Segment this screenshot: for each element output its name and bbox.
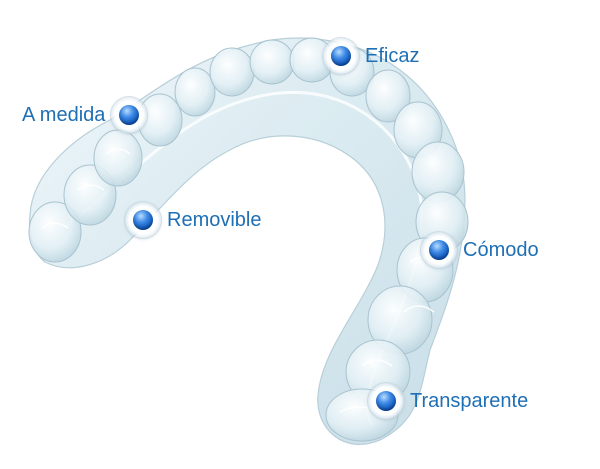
bullet-marker-icon	[421, 232, 457, 268]
feature-label-transparente: Transparente	[410, 389, 529, 412]
feature-label-removible: Removible	[167, 208, 262, 231]
bullet-marker-icon	[323, 38, 359, 74]
callout-eficaz: Eficaz	[323, 38, 419, 74]
bullet-marker-icon	[368, 383, 404, 419]
callout-comodo: Cómodo	[421, 232, 539, 268]
callout-removible: Removible	[125, 202, 261, 238]
feature-label-a-medida: A medida	[22, 103, 106, 126]
aligner-arch	[28, 37, 466, 445]
callout-transparente: Transparente	[368, 383, 528, 419]
feature-label-eficaz: Eficaz	[365, 44, 420, 67]
callout-a-medida: A medida	[22, 97, 148, 133]
bullet-marker-icon	[125, 202, 161, 238]
feature-label-comodo: Cómodo	[463, 238, 539, 261]
bullet-marker-icon	[111, 97, 148, 133]
